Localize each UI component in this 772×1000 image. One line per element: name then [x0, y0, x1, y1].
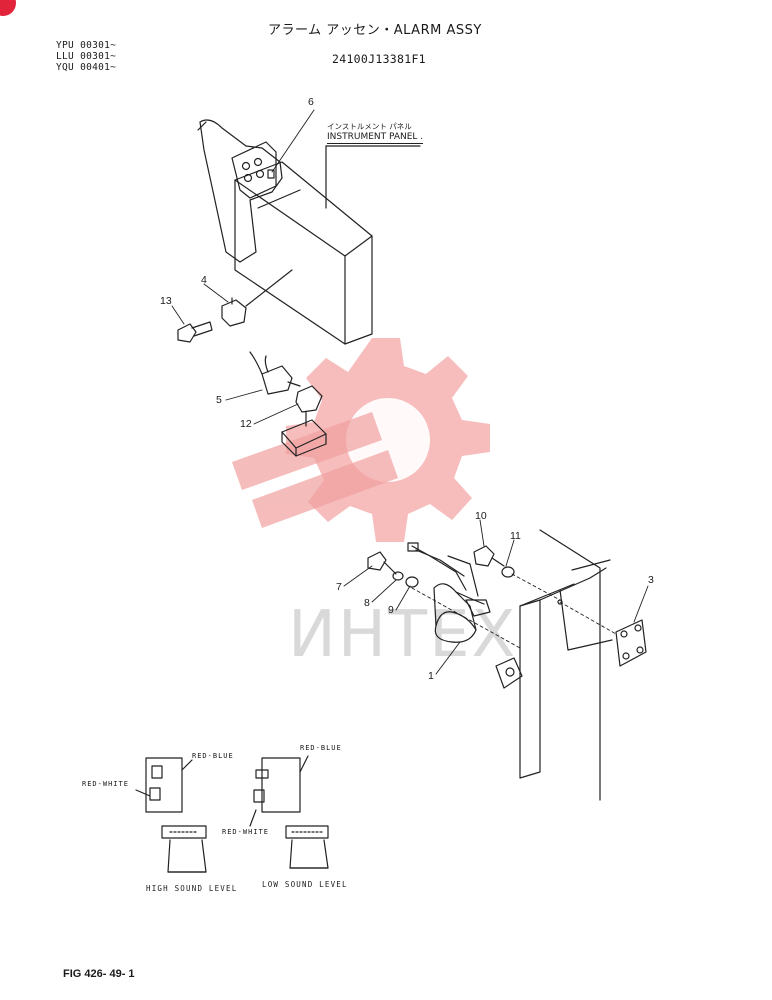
part-number: 24100J13381F1 [332, 52, 426, 66]
callout-12: 12 [240, 418, 252, 430]
serial-range-ypu: YPU 00301~ [56, 40, 117, 51]
instrument-panel [234, 145, 421, 345]
serial-range-llu: LLU 00301~ [56, 51, 117, 62]
callout-5: 5 [216, 394, 222, 406]
callout-9: 9 [388, 604, 394, 616]
callout-4: 4 [201, 274, 207, 286]
serial-range-yqu: YQU 00401~ [56, 62, 117, 73]
low-red-white-label: RED-WHITE [222, 828, 269, 836]
washer-11 [501, 566, 515, 578]
high-red-blue-label: RED-BLUE [192, 752, 234, 760]
watermark-text: ИНТЕХ [288, 598, 518, 672]
callout-3: 3 [648, 574, 654, 586]
frame-3 [495, 529, 647, 801]
pressure-switch-5 [249, 351, 301, 395]
elbow-12 [295, 385, 323, 427]
callout-leaders [171, 109, 649, 675]
callout-13: 13 [160, 295, 172, 307]
assembly-lines [411, 573, 617, 649]
callout-7: 7 [336, 581, 342, 593]
high-sound-level-caption: HIGH SOUND LEVEL [146, 884, 238, 893]
low-sound-level-caption: LOW SOUND LEVEL [262, 880, 348, 889]
alarm-horn-1 [407, 542, 491, 643]
bolt-7 [367, 551, 397, 575]
figure-number: FIG 426- 49- 1 [63, 968, 135, 980]
callout-11: 11 [510, 530, 521, 542]
washer-9 [405, 576, 419, 588]
callout-1: 1 [428, 670, 434, 682]
low-red-blue-label: RED-BLUE [300, 744, 342, 752]
control-lever [197, 119, 283, 263]
callout-8: 8 [364, 597, 370, 609]
wiring-low-sound-level [249, 755, 329, 869]
instrument-panel-label-jp: インストルメント パネル [327, 122, 412, 131]
callout-6: 6 [308, 96, 314, 108]
corner-badge-icon [0, 0, 16, 16]
callout-10: 10 [475, 510, 487, 522]
bolt-10 [473, 545, 505, 567]
wiring-high-sound-level [135, 757, 207, 873]
bolt-13 [177, 321, 213, 343]
high-red-white-label: RED-WHITE [82, 780, 129, 788]
instrument-panel-label: INSTRUMENT PANEL . [327, 132, 424, 144]
page-title: アラーム アッセン・ALARM ASSY [268, 23, 482, 38]
mounting-block [281, 419, 327, 457]
washer-8 [392, 571, 404, 581]
bracket-4 [221, 269, 293, 327]
